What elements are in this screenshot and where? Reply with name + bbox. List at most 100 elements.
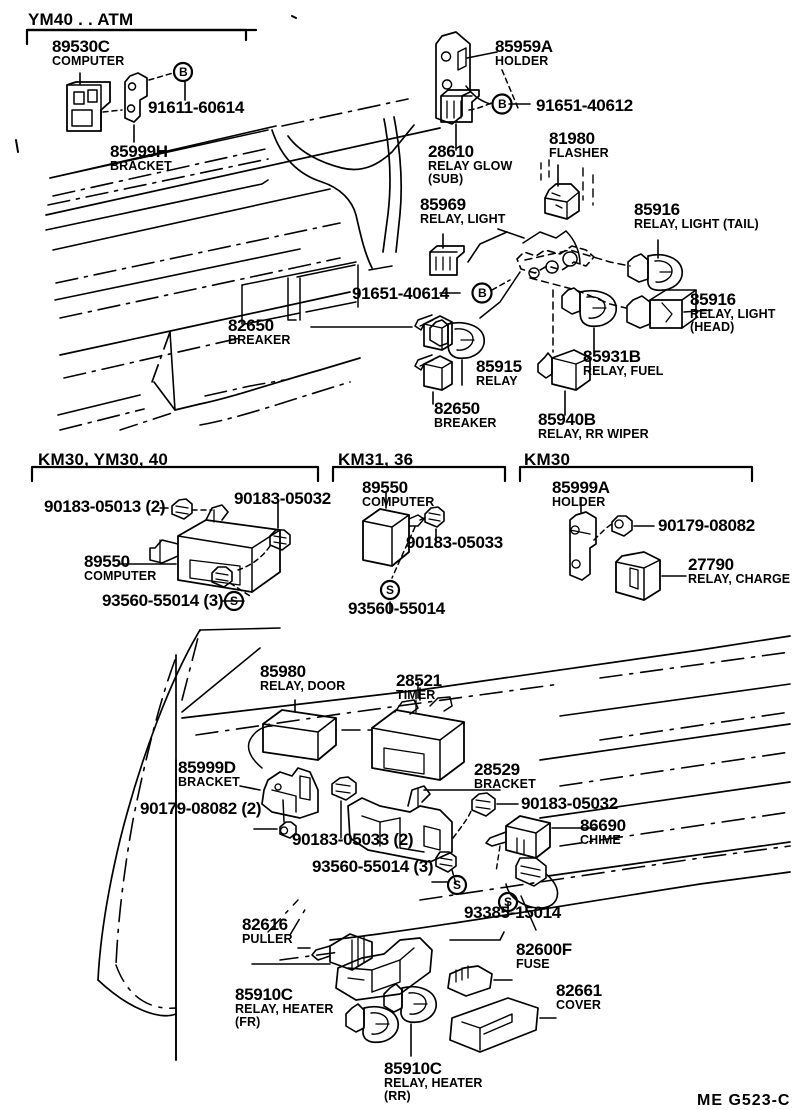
callout-28529: 28529 BRACKET	[474, 761, 536, 791]
part-number: 91611-60614	[148, 98, 244, 117]
part-desc: RELAY, HEATER	[235, 1002, 334, 1016]
part-number: 91651-40612	[536, 96, 633, 115]
callout-93385-15014: 93385-15014	[464, 904, 561, 921]
callout-85999h: 85999H BRACKET	[110, 143, 172, 173]
part-desc: RELAY, LIGHT	[420, 212, 506, 226]
callout-90183-05033-2: 90183-05033 (2)	[292, 830, 414, 849]
part-desc: BRACKET	[110, 159, 172, 173]
part-number: 27790	[688, 555, 734, 574]
part-desc: CHIME	[580, 833, 621, 847]
callout-85931b: 85931B RELAY, FUEL	[583, 348, 664, 378]
part-number: 82616	[242, 915, 288, 934]
callout-85940b: 85940B RELAY, RR WIPER	[538, 411, 649, 441]
callout-82650-upper: 82650 BREAKER	[228, 317, 291, 347]
callout-82661: 82661 COVER	[556, 982, 602, 1012]
part-number: 85916	[690, 290, 736, 309]
callout-27790: 27790 RELAY, CHARGE	[688, 556, 790, 586]
part-desc: RELAY, RR WIPER	[538, 427, 649, 441]
callout-85916-head: 85916 RELAY, LIGHT (HEAD)	[690, 291, 775, 334]
callout-90183-05032-a: 90183-05032	[234, 490, 331, 507]
part-number: 85910C	[384, 1059, 442, 1078]
part-number: 89530C	[52, 37, 110, 56]
marker-b-icon: B	[179, 65, 188, 79]
callout-90183-05033-center: 90183-05033	[406, 534, 503, 551]
callout-93560-55014-left: 93560-55014 (3)	[102, 591, 224, 610]
part-desc: BRACKET	[474, 777, 536, 791]
part-number: 89550	[84, 552, 130, 571]
marker-b-icon: B	[478, 286, 487, 300]
part-number: 93560-55014	[348, 599, 445, 618]
callout-90183-05032-b: 90183-05032	[521, 795, 618, 812]
part-number: 82650	[434, 399, 480, 418]
part-desc: COMPUTER	[52, 54, 125, 68]
part-desc: RELAY, CHARGE	[688, 572, 791, 586]
callout-86690: 86690 CHIME	[580, 817, 626, 847]
part-desc-2: (HEAD)	[690, 320, 735, 334]
part-desc: COMPUTER	[84, 569, 157, 583]
part-desc: FUSE	[516, 957, 550, 971]
marker-s-icon: S	[230, 594, 239, 608]
part-number: 81980	[549, 129, 595, 148]
part-desc: BRACKET	[178, 775, 240, 789]
part-number: 85910C	[235, 985, 293, 1004]
part-number: 90183-05032	[234, 489, 331, 508]
group-title-km30-ym30-40: KM30, YM30, 40	[38, 450, 169, 469]
callout-28521: 28521 TIMER	[396, 672, 442, 702]
part-desc: RELAY, DOOR	[260, 679, 346, 693]
part-desc: COMPUTER	[362, 495, 435, 509]
callout-85969: 85969 RELAY, LIGHT	[420, 196, 505, 226]
part-desc-2: (FR)	[235, 1015, 261, 1029]
part-number: 82661	[556, 981, 602, 1000]
part-desc: TIMER	[396, 688, 436, 702]
part-number: 85931B	[583, 347, 641, 366]
callout-85999d: 85999D BRACKET	[178, 759, 240, 789]
callout-82600f: 82600F FUSE	[516, 941, 572, 971]
callout-85916-tail: 85916 RELAY, LIGHT (TAIL)	[634, 201, 759, 231]
callout-91651-40614: 91651-40614	[352, 285, 449, 302]
callout-85910c-fr: 85910C RELAY, HEATER (FR)	[235, 986, 334, 1029]
part-number: 85999D	[178, 758, 236, 777]
part-number: 93560-55014 (3)	[102, 591, 224, 610]
part-number: 82600F	[516, 940, 572, 959]
part-number: 90183-05033 (2)	[292, 830, 414, 849]
part-number: 90183-05032	[521, 794, 618, 813]
part-desc: BREAKER	[228, 333, 291, 347]
part-number: 85999A	[552, 478, 610, 497]
group-title-km30: KM30	[524, 450, 571, 469]
part-desc: RELAY, FUEL	[583, 364, 664, 378]
callout-89550-center: 89550 COMPUTER	[362, 479, 434, 509]
callout-85980: 85980 RELAY, DOOR	[260, 663, 345, 693]
catalog-code: ME G523-C	[697, 1092, 791, 1109]
part-desc: RELAY GLOW	[428, 159, 513, 173]
part-desc: BREAKER	[434, 416, 497, 430]
marker-s-icon: S	[386, 583, 395, 597]
group-title-km31-36: KM31, 36	[338, 450, 414, 469]
part-desc: COVER	[556, 998, 601, 1012]
part-desc-2: (SUB)	[428, 172, 464, 186]
part-number: 90183-05013 (2)	[44, 497, 166, 516]
part-number: 86690	[580, 816, 626, 835]
part-number: 28610	[428, 142, 474, 161]
part-number: 90179-08082 (2)	[140, 799, 262, 818]
callout-93560-55014-center: 93560-55014	[348, 600, 445, 617]
callout-85910c-rr: 85910C RELAY, HEATER (RR)	[384, 1060, 483, 1103]
part-number: 85959A	[495, 37, 553, 56]
callout-93560-55014-3: 93560-55014 (3)	[312, 858, 434, 875]
part-number: 93385-15014	[464, 903, 561, 922]
part-number: 90183-05033	[406, 533, 503, 552]
callout-90179-08082-2: 90179-08082 (2)	[140, 799, 262, 818]
callout-90179-08082-km30: 90179-08082	[658, 517, 755, 534]
part-number: 91651-40614	[352, 284, 449, 303]
part-number: 28529	[474, 760, 520, 779]
callout-82650-lower: 82650 BREAKER	[434, 400, 497, 430]
part-number: 85969	[420, 195, 466, 214]
callout-91651-40612: 91651-40612	[536, 97, 633, 114]
callout-90183-05013: 90183-05013 (2)	[44, 497, 166, 516]
callout-89530c: 89530C COMPUTER	[52, 38, 124, 68]
part-desc-2: (RR)	[384, 1089, 411, 1103]
part-desc: RELAY, LIGHT (TAIL)	[634, 217, 759, 231]
marker-s-icon: S	[504, 895, 513, 909]
callout-82616: 82616 PULLER	[242, 916, 293, 946]
part-number: 85940B	[538, 410, 596, 429]
